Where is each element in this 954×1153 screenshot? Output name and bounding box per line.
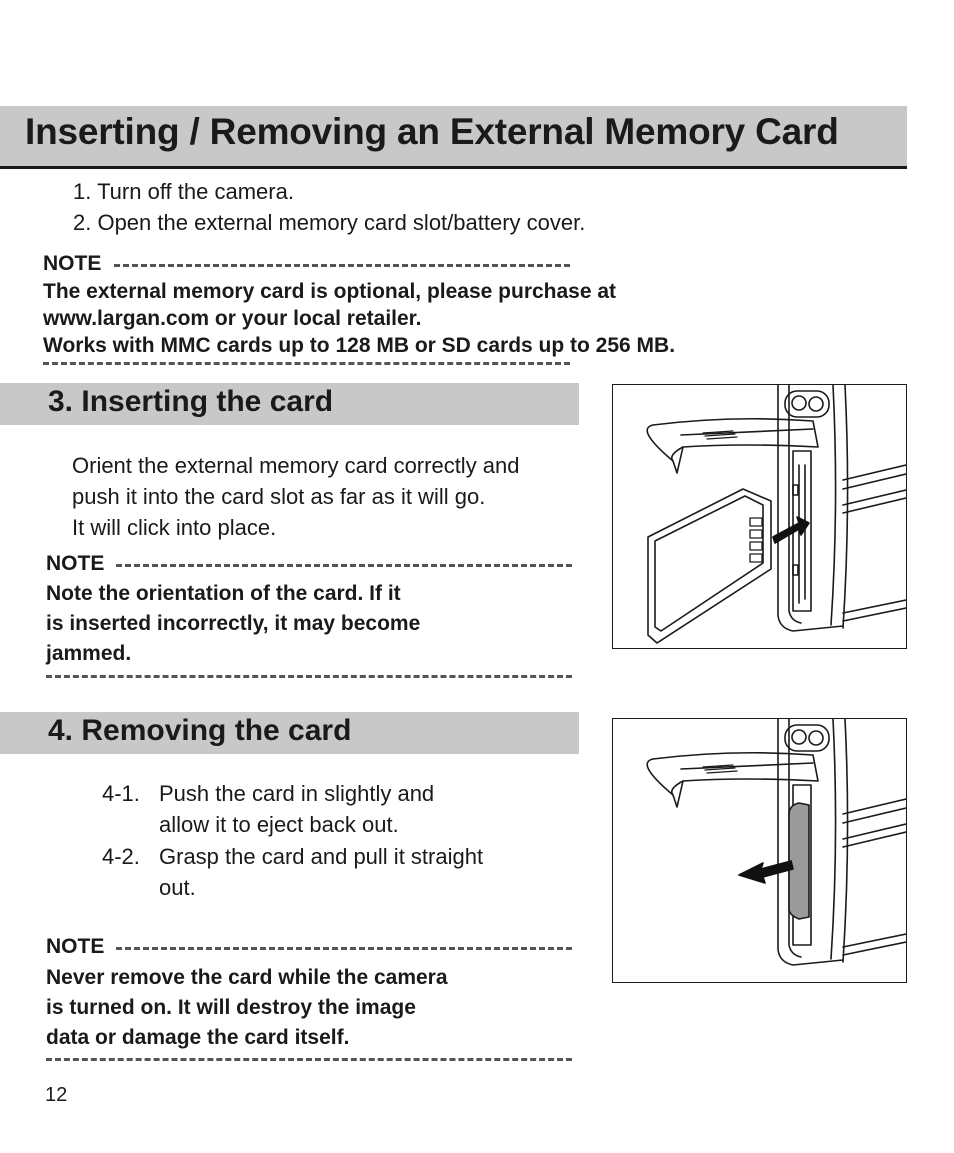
step-4-2-number: 4-2. [102, 844, 140, 869]
section-4-title: 4. Removing the card [48, 714, 352, 747]
note-divider [46, 675, 572, 678]
note-line: www.largan.com or your local retailer. [43, 307, 422, 330]
text-line: allow it to eject back out. [159, 812, 399, 837]
text-line: Push the card in slightly and [159, 781, 435, 806]
note-divider [43, 362, 570, 365]
page-title: Inserting / Removing an External Memory … [25, 111, 839, 152]
text-line: Grasp the card and pull it straight [159, 844, 484, 869]
text-line: out. [159, 875, 196, 900]
note-divider [46, 1058, 572, 1061]
note-divider [114, 264, 570, 267]
note-label: NOTE [46, 935, 105, 958]
note-text: The external memory card is optional, pl… [43, 278, 675, 359]
step-1: 1. Turn off the camera. [73, 179, 294, 204]
note-label: NOTE [46, 552, 105, 575]
insert-arrow-icon [772, 516, 810, 544]
text-line: Orient the external memory card correctl… [72, 453, 520, 478]
note-line: jammed. [46, 642, 132, 665]
note-line: Never remove the card while the camera [46, 966, 448, 989]
note-divider [116, 947, 572, 950]
note-line: The external memory card is optional, pl… [43, 280, 617, 303]
insert-card-illustration [612, 384, 907, 649]
note-divider [116, 564, 572, 567]
text-line: push it into the card slot as far as it … [72, 484, 486, 509]
note-label: NOTE [43, 252, 102, 275]
note-line: data or damage the card itself. [46, 1026, 350, 1049]
remove-card-illustration [612, 718, 907, 983]
text-line: It will click into place. [72, 515, 277, 540]
step-4-1-number: 4-1. [102, 781, 140, 806]
step-4-2-text: Grasp the card and pull it straight out. [159, 841, 483, 903]
step-4-1-text: Push the card in slightly and allow it t… [159, 778, 434, 840]
section-header-bar [0, 712, 579, 754]
note-line: Works with MMC cards up to 128 MB or SD … [43, 334, 676, 357]
page-number: 12 [45, 1084, 68, 1106]
note-text: Never remove the card while the camera i… [46, 963, 448, 1053]
section-header-bar [0, 383, 579, 425]
note-line: Note the orientation of the card. If it [46, 582, 401, 605]
title-bar [0, 106, 907, 169]
remove-arrow-icon [738, 860, 794, 884]
note-line: is turned on. It will destroy the image [46, 996, 416, 1019]
step-2: 2. Open the external memory card slot/ba… [73, 210, 586, 235]
section-3-title: 3. Inserting the card [48, 385, 334, 418]
note-text: Note the orientation of the card. If it … [46, 579, 420, 669]
section-3-text: Orient the external memory card correctl… [72, 450, 520, 543]
note-line: is inserted incorrectly, it may become [46, 612, 421, 635]
